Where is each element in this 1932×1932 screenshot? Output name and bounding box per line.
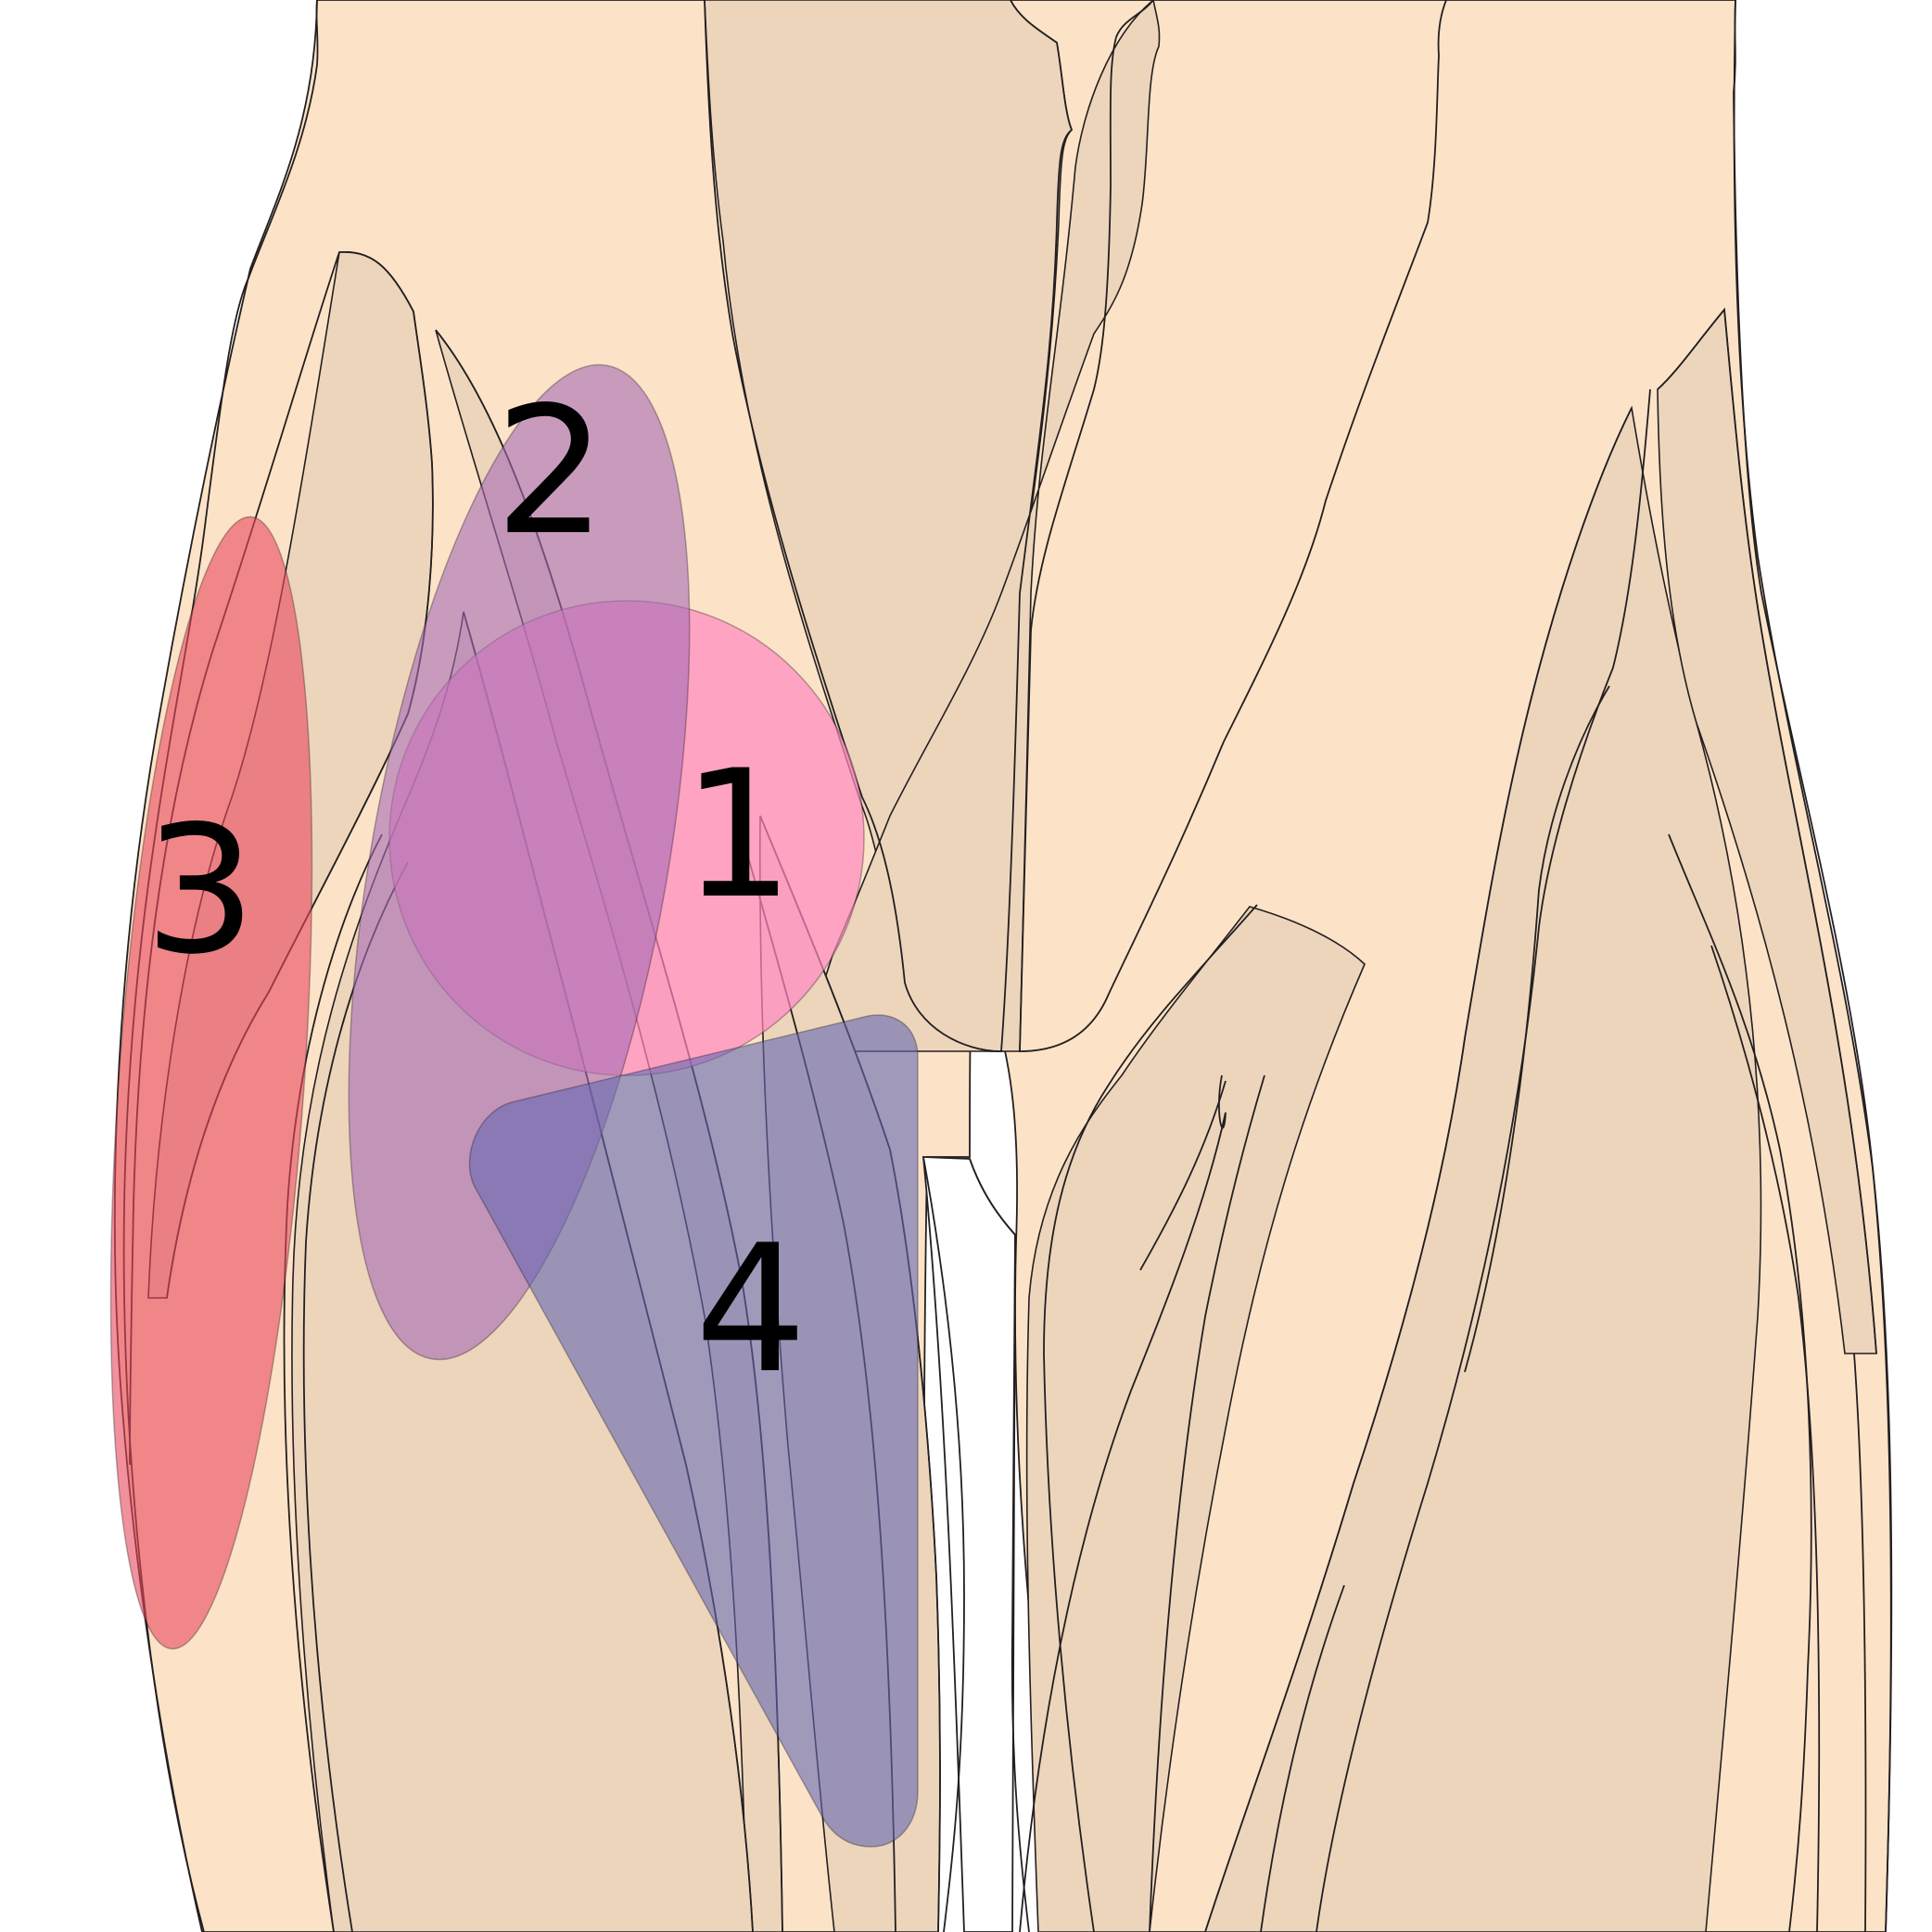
outline-left-inner-thigh xyxy=(969,1158,1030,1932)
outline-sartorius-right-c xyxy=(1668,833,1812,1932)
outline-left-medial-edge xyxy=(922,1156,965,1932)
zone-label-1: 1 xyxy=(682,732,794,937)
outline-quad-right-d xyxy=(1149,1074,1265,1932)
outline-quad-right-e xyxy=(1260,1584,1345,1932)
outline-groin-right xyxy=(1139,1080,1227,1271)
outline-adductor-right-b xyxy=(1019,1074,1227,1932)
zone-label-2: 2 xyxy=(495,369,607,574)
zone-label-4: 4 xyxy=(695,1207,807,1412)
zone-labels: 1 2 3 4 xyxy=(145,369,807,1412)
zone-4-wedge xyxy=(468,1014,919,1848)
zone-label-3: 3 xyxy=(145,788,257,993)
adductor-right xyxy=(1025,906,1366,1932)
outline-sartorius-right-b xyxy=(1710,945,1821,1932)
outline-sartorius-right-a xyxy=(1657,307,1877,1354)
pain-zones xyxy=(109,363,919,1848)
outline-quad-right-a xyxy=(1204,407,1633,1932)
outline-abdominal-left xyxy=(704,0,1074,1052)
outline-right-waist xyxy=(1733,0,1893,1932)
outline-abdominal-right xyxy=(1019,0,1447,1052)
outline-adductor-right-a xyxy=(1043,904,1258,1932)
zone-3-ellipse xyxy=(109,515,313,1650)
abdominal-muscle-right xyxy=(778,0,1161,1052)
outline-quad-right-c xyxy=(1464,685,1610,1373)
outline-lateral-right-edge xyxy=(1853,1353,1867,1932)
